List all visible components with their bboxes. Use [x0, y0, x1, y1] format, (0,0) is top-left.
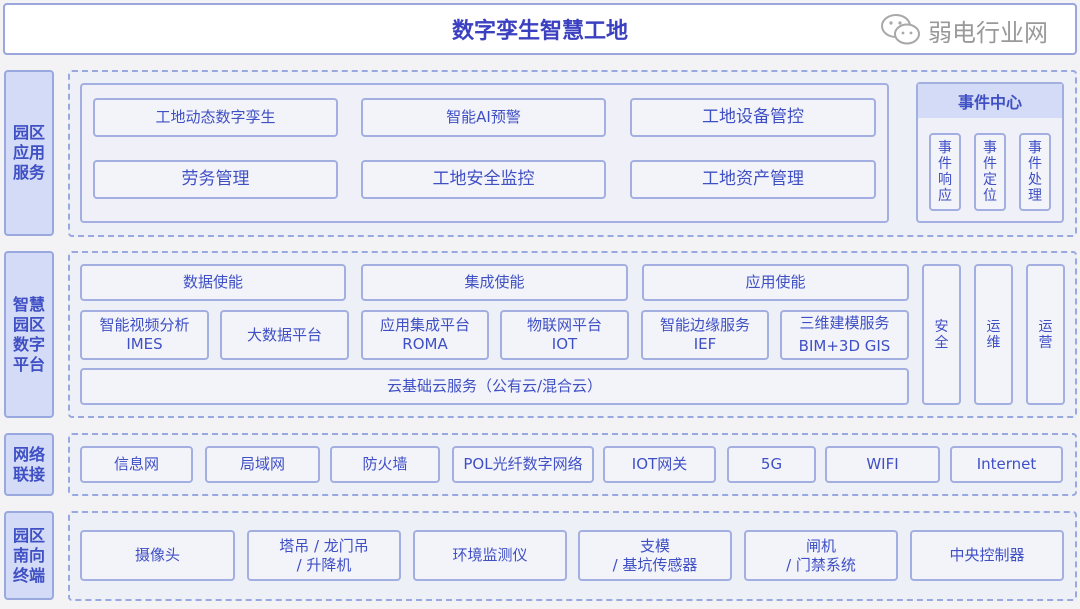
app-item: 工地安全监控 [361, 160, 606, 199]
network-item: 5G [727, 446, 816, 483]
network-item: 信息网 [80, 446, 193, 483]
app-item: 工地设备管控 [630, 98, 876, 137]
wechat-icon [881, 14, 920, 45]
network-item: Internet [950, 446, 1063, 483]
service-name: 应用集成平台 [379, 316, 470, 334]
network-item: WIFI [825, 446, 940, 483]
platform-service: 大数据平台 [220, 310, 349, 360]
side-item: 安全 [922, 264, 961, 405]
terminal-item: 支模/ 基坑传感器 [578, 530, 732, 581]
terminal-item: 闸机/ 门禁系统 [744, 530, 898, 581]
app-item: 智能AI预警 [361, 98, 606, 137]
terminal-name-2: / 基坑传感器 [612, 555, 698, 574]
event-item: 事件处理 [1019, 133, 1051, 211]
terminal-name: 塔吊 / 龙门吊 [279, 536, 369, 555]
enabler: 集成使能 [361, 264, 628, 301]
service-name: 智能视频分析 [99, 316, 190, 334]
network-item: IOT网关 [603, 446, 716, 483]
enabler: 数据使能 [80, 264, 346, 301]
event-center-title: 事件中心 [918, 84, 1062, 118]
terminal-name: 环境监测仪 [452, 546, 528, 564]
layer-label-terminal: 园区南向终端 [4, 511, 54, 600]
app-item: 劳务管理 [93, 160, 338, 199]
side-item: 运营 [1026, 264, 1065, 405]
network-item: 局域网 [205, 446, 320, 483]
event-item: 事件定位 [974, 133, 1006, 211]
service-code: ROMA [402, 335, 448, 353]
terminal-item: 摄像头 [80, 530, 235, 581]
service-name: 三维建模服务 [799, 314, 890, 332]
service-name: 大数据平台 [246, 325, 322, 344]
terminal-layer [68, 511, 1077, 601]
service-code: IMES [126, 335, 163, 353]
terminal-item: 中央控制器 [910, 530, 1064, 581]
service-code: BIM+3D GIS [798, 337, 891, 355]
side-item: 运维 [974, 264, 1013, 405]
watermark-text: 弱电行业网 [928, 18, 1048, 47]
watermark: 弱电行业网 [880, 11, 1048, 49]
network-item: POL光纤数字网络 [452, 446, 594, 483]
terminal-name: 支模 [639, 536, 670, 555]
terminal-name: 摄像头 [134, 546, 180, 564]
terminal-name-2: / 门禁系统 [786, 555, 856, 574]
layer-label-app: 园区应用服务 [4, 70, 54, 236]
terminal-name-2: / 升降机 [296, 555, 352, 574]
terminal-name: 中央控制器 [949, 546, 1025, 564]
terminal-item: 塔吊 / 龙门吊/ 升降机 [247, 530, 401, 581]
network-item: 防火墙 [330, 446, 440, 483]
event-item: 事件响应 [929, 133, 961, 211]
cloud-service: 云基础云服务（公有云/混合云） [80, 368, 909, 405]
service-code: IOT [551, 335, 578, 353]
platform-service: 三维建模服务 BIM+3D GIS [780, 310, 909, 360]
service-name: 智能边缘服务 [659, 316, 750, 334]
app-item: 工地资产管理 [630, 160, 876, 199]
terminal-name: 闸机 [805, 536, 836, 555]
enabler: 应用使能 [642, 264, 909, 301]
terminal-item: 环境监测仪 [413, 530, 567, 581]
layer-label-platform: 智慧园区数字平台 [4, 251, 54, 418]
layer-label-network: 网络联接 [4, 433, 54, 496]
service-code: IEF [693, 335, 717, 353]
service-name: 物联网平台 [526, 316, 602, 334]
app-item: 工地动态数字孪生 [93, 98, 338, 137]
